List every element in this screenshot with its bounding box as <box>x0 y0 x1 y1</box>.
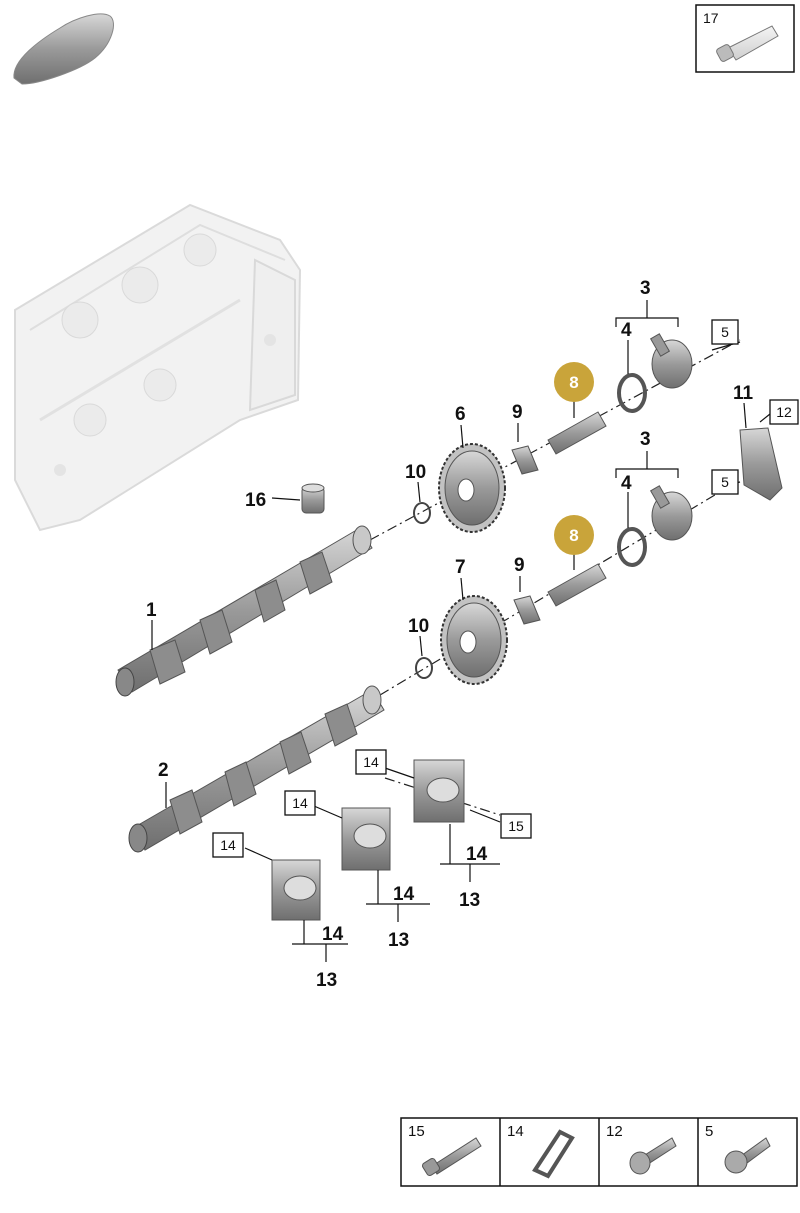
seal-ring-icon <box>532 1129 575 1179</box>
label-box-15: 15 <box>500 813 532 839</box>
sprocket-gear-lower <box>440 595 508 685</box>
legend-cell-15[interactable]: 15 <box>408 1123 482 1177</box>
assembly-axis-lines <box>369 339 741 816</box>
label-4-lower: 4 <box>621 473 632 494</box>
flange-bolt-icon <box>629 1137 677 1175</box>
label-2: 2 <box>158 760 169 781</box>
label-14-bracket-c: 14 <box>466 844 488 865</box>
svg-text:14: 14 <box>220 837 236 853</box>
actuator-lower <box>649 485 693 541</box>
torx-bolt-icon <box>724 1137 771 1174</box>
rocker-assembly-a <box>271 859 321 921</box>
sprocket-gear-upper <box>438 443 506 533</box>
central-valve-lower <box>547 563 607 607</box>
o-ring-upper <box>413 502 431 524</box>
svg-text:14: 14 <box>292 795 308 811</box>
svg-text:5: 5 <box>721 324 729 340</box>
central-valve-upper <box>547 411 607 455</box>
label-3-upper: 3 <box>640 278 651 299</box>
highlight-8-lower[interactable]: 8 <box>554 515 594 555</box>
label-10-upper: 10 <box>405 462 426 483</box>
rocker-assembly-b <box>341 807 391 871</box>
svg-text:12: 12 <box>606 1123 623 1140</box>
label-1: 1 <box>146 600 157 621</box>
label-box-14-c: 14 <box>355 749 387 775</box>
spacer-9-upper <box>511 445 539 475</box>
sealant-tube-icon <box>716 25 779 62</box>
label-9-lower: 9 <box>514 555 525 576</box>
label-box-5-upper: 5 <box>711 319 739 345</box>
camshaft-upper <box>115 525 373 697</box>
label-6: 6 <box>455 404 466 425</box>
seal-ring-upper <box>617 373 647 413</box>
legend-cell-12[interactable]: 12 <box>606 1123 677 1175</box>
box-17: 17 <box>695 4 795 73</box>
camshaft-lower <box>128 685 385 853</box>
label-14-bracket-b: 14 <box>393 884 415 905</box>
svg-text:14: 14 <box>507 1123 524 1140</box>
label-16: 16 <box>245 490 266 511</box>
svg-text:8: 8 <box>569 373 578 392</box>
label-11: 11 <box>733 383 754 404</box>
label-10-lower: 10 <box>408 616 429 637</box>
box-17-number: 17 <box>703 10 719 26</box>
svg-text:12: 12 <box>776 404 792 420</box>
label-13-c: 13 <box>459 890 480 911</box>
label-7: 7 <box>455 557 466 578</box>
label-4-upper: 4 <box>621 320 632 341</box>
svg-text:8: 8 <box>569 526 578 545</box>
svg-text:15: 15 <box>508 818 524 834</box>
cover-plate-11 <box>739 427 783 501</box>
label-box-12: 12 <box>769 399 799 425</box>
rocker-assembly-c <box>413 759 465 823</box>
label-3-lower: 3 <box>640 429 651 450</box>
cylinder-head-illustration <box>14 203 302 532</box>
long-bolt-icon <box>421 1137 482 1177</box>
svg-text:5: 5 <box>705 1123 713 1140</box>
seal-ring-lower <box>617 527 647 567</box>
label-13-a: 13 <box>316 970 337 991</box>
hardware-legend: 15 14 12 5 <box>400 1117 798 1187</box>
vehicle-silhouette-icon <box>13 13 114 85</box>
label-box-14-a: 14 <box>212 832 244 858</box>
label-box-5-lower: 5 <box>711 469 739 495</box>
svg-text:14: 14 <box>363 754 379 770</box>
spacer-9-lower <box>513 595 541 625</box>
highlight-8-upper[interactable]: 8 <box>554 362 594 402</box>
label-14-bracket-a: 14 <box>322 924 344 945</box>
label-9-upper: 9 <box>512 402 523 423</box>
actuator-upper <box>649 333 693 389</box>
legend-cell-5[interactable]: 5 <box>705 1123 771 1174</box>
legend-cell-14[interactable]: 14 <box>507 1123 575 1179</box>
svg-text:5: 5 <box>721 474 729 490</box>
label-13-b: 13 <box>388 930 409 951</box>
svg-text:15: 15 <box>408 1123 425 1140</box>
o-ring-lower <box>415 657 433 679</box>
bushing-16 <box>301 483 325 514</box>
label-box-14-b: 14 <box>284 790 316 816</box>
